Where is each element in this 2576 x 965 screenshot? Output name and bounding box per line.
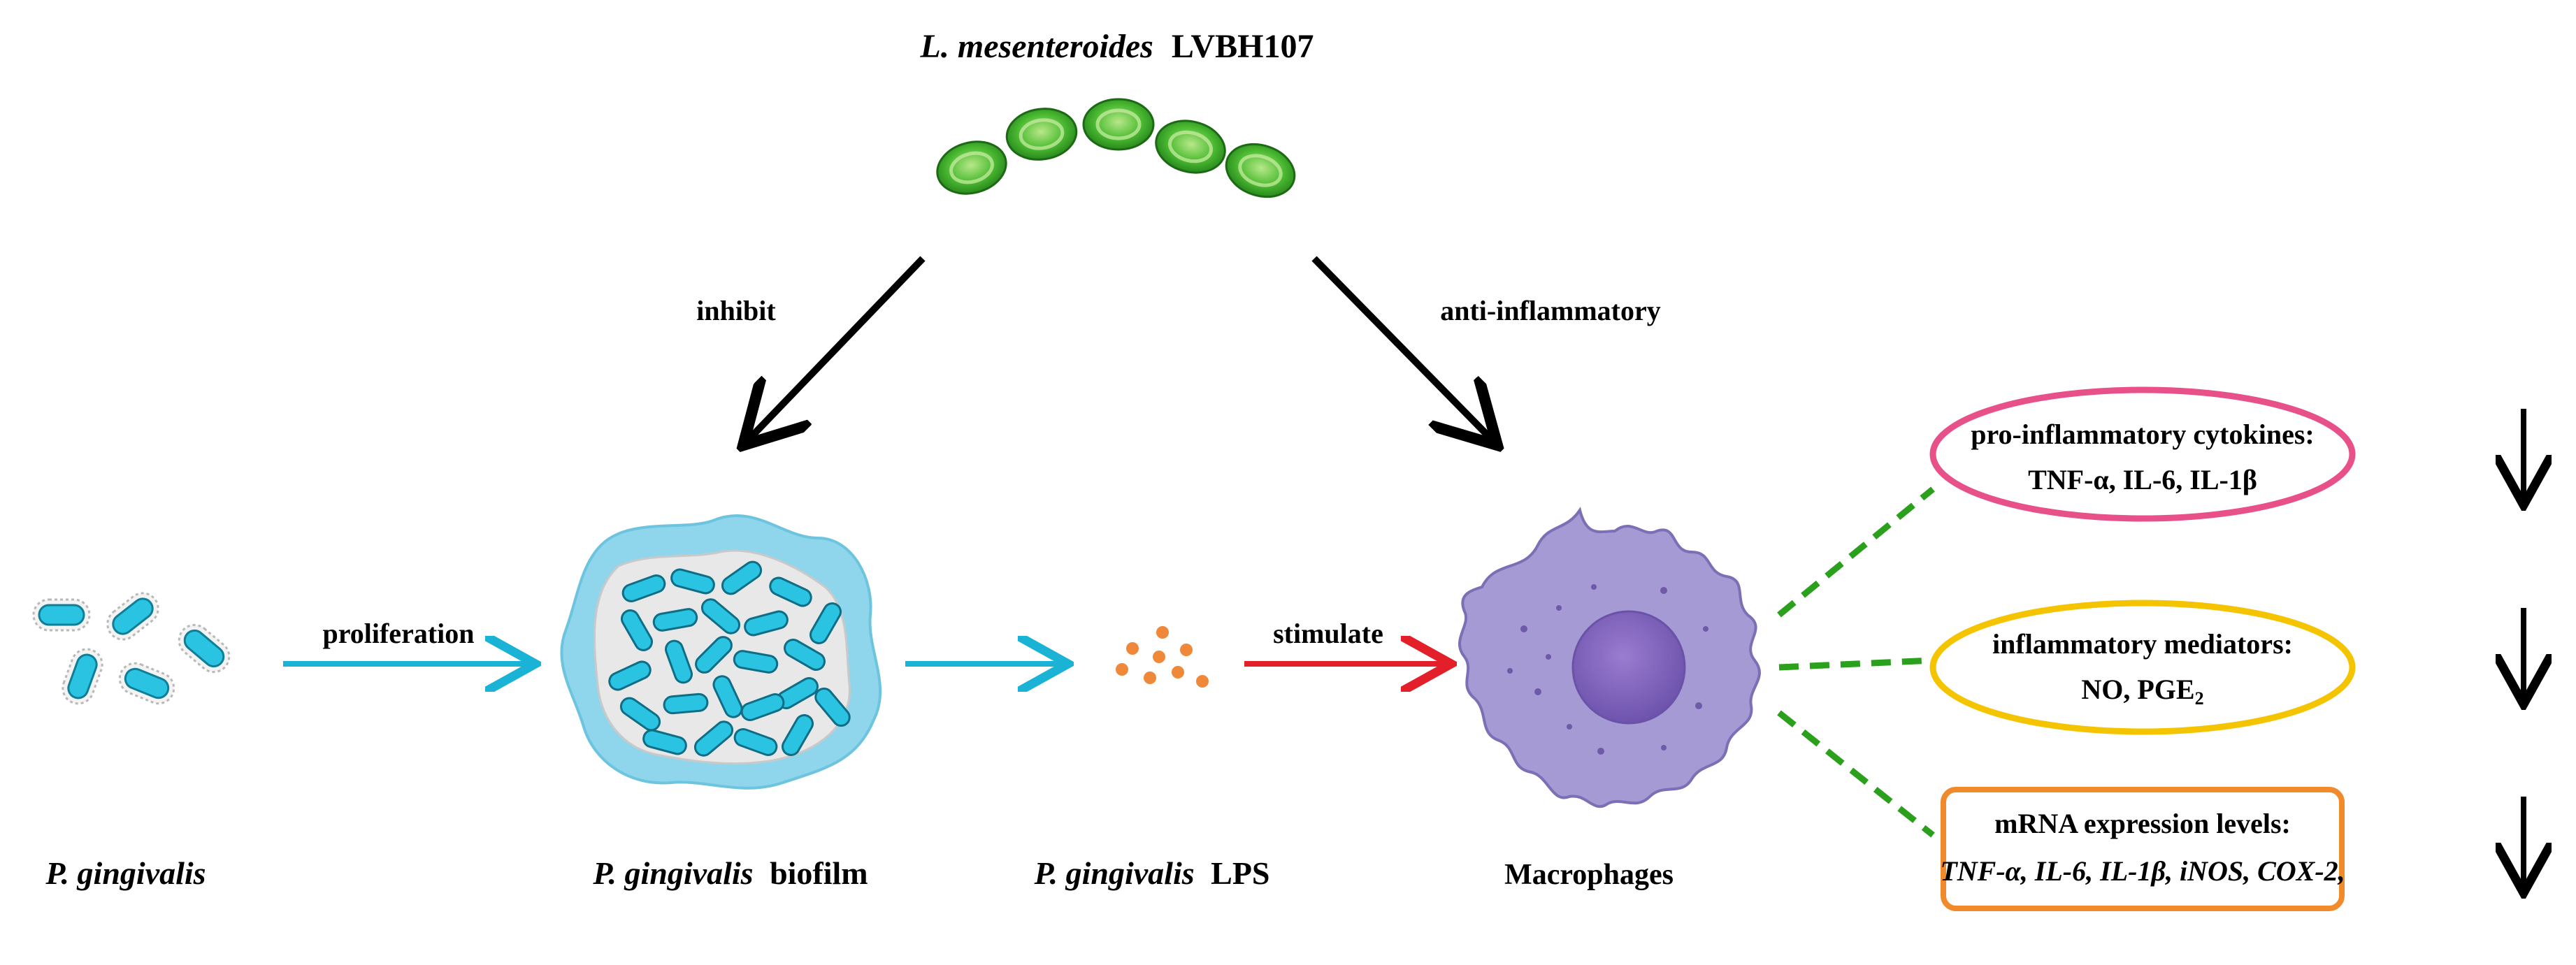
lps-suffix: LPS bbox=[1211, 855, 1269, 891]
cytokines-ellipse bbox=[1929, 386, 2356, 522]
mediators-list: NO, PGE2 bbox=[2081, 674, 2203, 709]
anti-inflammatory-arrow bbox=[1311, 256, 1492, 440]
connector-mediators bbox=[1778, 657, 1934, 671]
connector-mrna bbox=[1777, 710, 1935, 838]
probiotic-strain: LVBH107 bbox=[1172, 28, 1314, 65]
cytokines-title: pro-inflammatory cytokines: bbox=[1971, 419, 2314, 450]
mrna-box bbox=[1941, 787, 2345, 911]
lps-label: P. gingivalis LPS bbox=[1033, 855, 1269, 891]
bacterium-rod bbox=[106, 592, 159, 641]
lactobacillus-cell bbox=[1082, 98, 1155, 151]
macrophages-label: Macrophages bbox=[1504, 859, 1674, 891]
biofilm-suffix: biofilm bbox=[770, 855, 868, 891]
connector-cytokines bbox=[1777, 486, 1935, 618]
mediators-list-main: NO, PGE bbox=[2081, 674, 2194, 705]
proliferation-label: proliferation bbox=[322, 618, 474, 649]
macrophage-nucleus bbox=[1571, 610, 1686, 725]
mrna-list: TNF-α, IL-6, IL-1β, iNOS, COX-2, bbox=[1940, 855, 2345, 887]
lps-particles bbox=[1116, 626, 1209, 688]
biofilm-illustration bbox=[560, 514, 882, 790]
mediators-list-sub: 2 bbox=[2195, 688, 2204, 709]
mediators-title: inflammatory mediators: bbox=[1992, 628, 2293, 660]
lactobacillus-cell bbox=[1225, 143, 1296, 198]
probiotic-species: L. mesenteroides bbox=[920, 28, 1153, 65]
bacterium-rod bbox=[32, 598, 91, 632]
lactobacillus-cell bbox=[1155, 119, 1226, 174]
inhibit-arrow bbox=[748, 256, 926, 440]
p-gingivalis-cells bbox=[32, 592, 231, 705]
bacterium-rod bbox=[62, 648, 103, 705]
bacterium-rod bbox=[178, 623, 231, 674]
biofilm-label: P. gingivalis biofilm bbox=[592, 855, 868, 891]
bacterium-rod bbox=[118, 662, 175, 705]
biofilm-bacteria bbox=[608, 560, 851, 757]
anti-inflammatory-label: anti-inflammatory bbox=[1440, 295, 1661, 326]
lactobacillus-cell bbox=[1005, 108, 1078, 161]
probiotic-title: L. mesenteroides LVBH107 bbox=[920, 28, 1314, 65]
cytokines-list: TNF-α, IL-6, IL-1β bbox=[2028, 464, 2257, 495]
stimulate-label: stimulate bbox=[1273, 618, 1383, 649]
macrophage-granules bbox=[1507, 584, 1708, 755]
lactobacillus-chain bbox=[936, 98, 1296, 198]
p-gingivalis-label: P. gingivalis bbox=[45, 855, 206, 891]
mrna-title: mRNA expression levels: bbox=[1994, 808, 2291, 839]
mediators-ellipse bbox=[1929, 600, 2356, 735]
macrophage-cell bbox=[1458, 507, 1761, 808]
inhibit-label: inhibit bbox=[696, 295, 776, 326]
lactobacillus-cell bbox=[936, 140, 1007, 195]
biofilm-species: P. gingivalis bbox=[592, 855, 753, 891]
lps-species: P. gingivalis bbox=[1033, 855, 1194, 891]
